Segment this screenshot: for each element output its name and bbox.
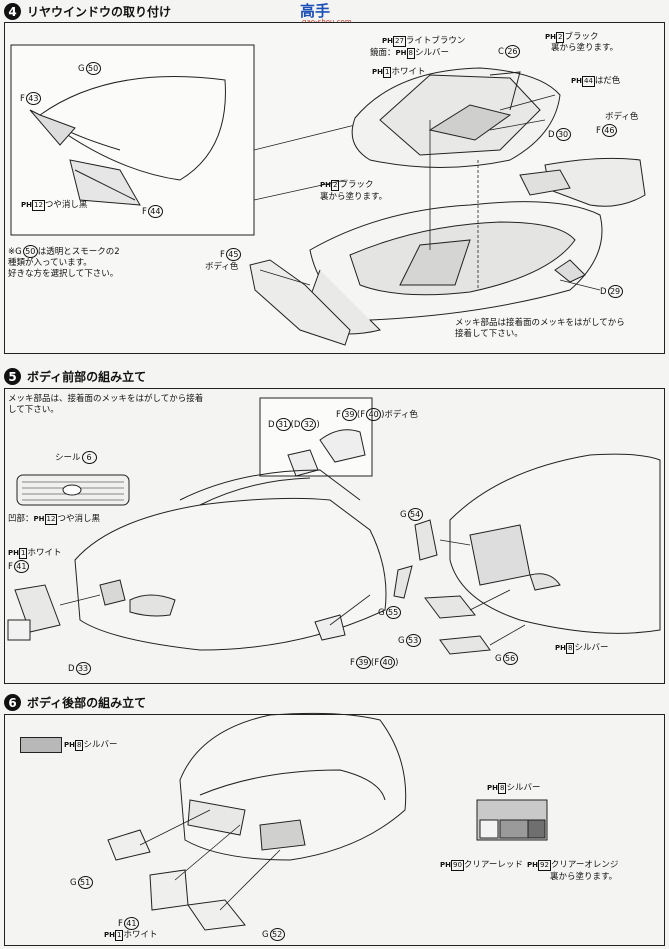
step-number: 4: [4, 3, 21, 20]
watermark-logo: 高手: [300, 2, 331, 20]
label-body-color-f46: ボディ色: [605, 112, 639, 122]
section-5-panel: [4, 388, 665, 684]
section-6-header: 6 ボディ後部の組み立て: [4, 694, 146, 711]
section-5-header: 5 ボディ前部の組み立て: [4, 368, 146, 385]
section-title: リヤウインドウの取り付け: [27, 5, 172, 19]
rear-lens-parts: [107, 829, 246, 931]
note-mekki-4: メッキ部品は接着面のメッキをはがしてから 接着して下さい。: [455, 318, 625, 339]
front-bumper-f45: [249, 259, 351, 346]
front-body-illustration: [74, 469, 387, 651]
section-title: ボディ後部の組み立て: [27, 696, 147, 710]
part-d29: [554, 259, 586, 283]
section-4-header: 4 リヤウインドウの取り付け: [4, 3, 171, 20]
rear-body-illustration: [179, 712, 407, 861]
note-mekki-5: メッキ部品は、接着面のメッキをはがしてから接着 して下さい。: [8, 394, 204, 415]
section-6-panel: [4, 714, 665, 946]
label-f45-color: ボディ色: [205, 262, 239, 272]
grille-seal-illustration: [16, 474, 130, 506]
mirror-f39: [314, 614, 346, 641]
label-ph2-bottom-note: 裏から塗ります。: [320, 192, 388, 202]
body-shell-illustration: [299, 201, 603, 335]
silver-swatch: [20, 737, 62, 753]
rear-window-glass-illustration: [29, 76, 226, 206]
section-title: ボディ前部の組み立て: [27, 370, 147, 384]
label-ph92-note: 裏から塗ります。: [550, 872, 618, 882]
mirror-parts-illustration: [287, 429, 366, 477]
front-body-right-illustration: [449, 453, 661, 634]
step-number: 5: [4, 368, 21, 385]
front-small-parts: [393, 519, 491, 655]
rear-bumper-f46: [544, 157, 646, 207]
label-ph2-top-note: 裏から塗ります。: [551, 43, 619, 53]
roof-panel-illustration: [351, 67, 561, 168]
step-number: 6: [4, 694, 21, 711]
